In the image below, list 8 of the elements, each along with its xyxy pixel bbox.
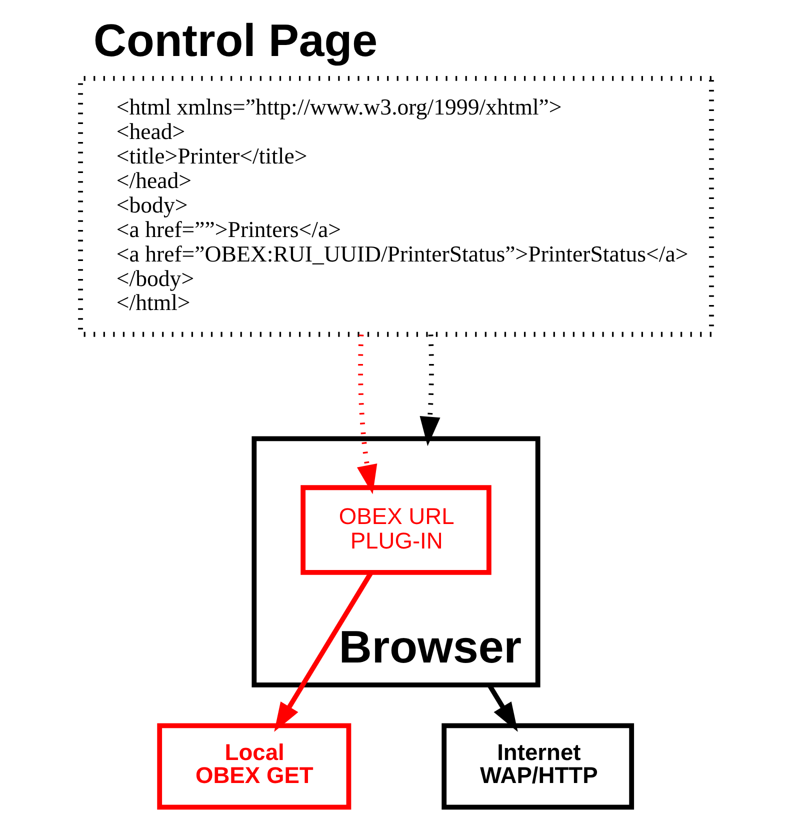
node-box: Local OBEX GET: [157, 723, 352, 810]
node-box: OBEX URL PLUG-IN: [300, 485, 492, 575]
arrow: [356, 334, 378, 494]
node-box: Internet WAP/HTTP: [442, 723, 634, 810]
arrow: [274, 572, 374, 732]
diagram-title: Control Page: [94, 15, 378, 66]
arrow: [420, 334, 440, 446]
node-box: <html xmlns=”http://www.w3.org/1999/xhtml”> <head> <title>Printer</title> </head> <body> <a href=””>Printers</a> <a href=”OBEX:RUI_UUID/PrinterStatus”>PrinterStatus</a> </body> </html>: [78, 76, 714, 337]
